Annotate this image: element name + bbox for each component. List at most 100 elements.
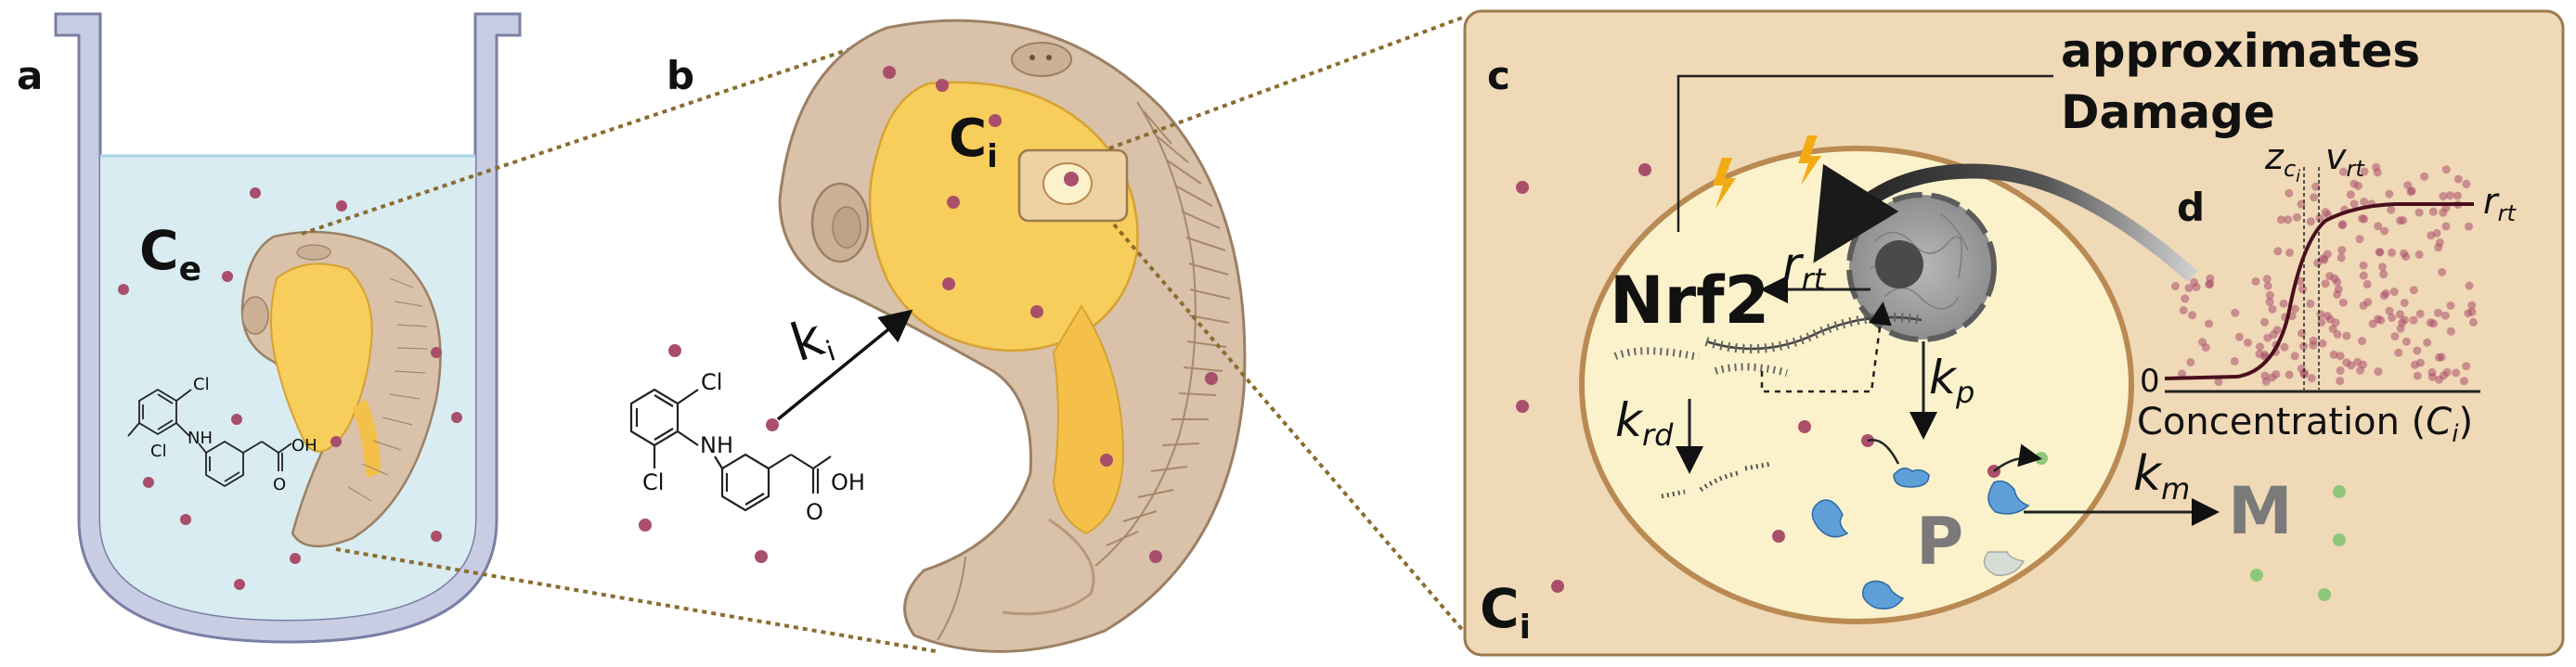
inset-scatter-point (2336, 366, 2345, 375)
inset-y-min-label: 0 (2140, 363, 2160, 400)
inset-scatter-point (2453, 174, 2463, 184)
inset-scatter-point (2358, 337, 2366, 345)
inset-scatter-point (2464, 309, 2473, 318)
inset-scatter-point (2462, 362, 2471, 371)
panel-label-a: a (17, 53, 43, 98)
inset-scatter-point (2313, 259, 2323, 268)
inset-scatter-point (2178, 369, 2187, 378)
embryo-large (778, 19, 1247, 653)
inset-scatter-point (2394, 348, 2403, 357)
inset-scatter-point (2441, 165, 2451, 174)
inset-scatter-point (2276, 215, 2285, 224)
inset-scatter-point (2342, 331, 2351, 340)
inset-scatter-point (2201, 343, 2210, 353)
inset-scatter-point (2234, 332, 2244, 341)
inset-scatter-point (2420, 172, 2429, 181)
inset-scatter-point (2374, 222, 2383, 231)
inset-scatter-point (2338, 167, 2348, 176)
inset-v-rt-label: vrt (2325, 136, 2365, 182)
inset-scatter-point (2262, 275, 2272, 284)
internal-concentration-symbol-c: Ci (1480, 577, 1531, 647)
inset-scatter-point (2265, 290, 2274, 300)
inset-max-rate-label: rrt (2483, 181, 2517, 226)
inset-scatter-point (2337, 221, 2347, 230)
inset-scatter-point (2329, 350, 2338, 359)
inset-scatter-point (2390, 332, 2400, 341)
inset-scatter-point (2299, 368, 2309, 378)
uptake-rate-label: ki (783, 305, 839, 378)
atom-cl-2-b: Cl (642, 469, 664, 495)
inset-scatter-point (2298, 285, 2307, 294)
diclofenac-molecule-a (127, 388, 292, 488)
inset-scatter-point (2349, 199, 2359, 209)
inset-scatter-point (2260, 317, 2269, 327)
inset-scatter-point (2268, 304, 2277, 314)
inset-scatter-point (2336, 377, 2345, 386)
inset-scatter-point (2395, 310, 2404, 319)
inset-scatter-point (2374, 367, 2383, 377)
inset-scatter-point (2426, 318, 2435, 327)
inset-scatter-point (2280, 342, 2289, 352)
inset-scatter-point (2188, 311, 2197, 320)
inset-scatter-point (2401, 337, 2411, 346)
atom-nh-a: NH (188, 429, 213, 448)
inset-scatter-point (2231, 308, 2240, 317)
translation-rate-label: kp (1929, 351, 1974, 410)
inset-scatter-point (2251, 276, 2260, 286)
inset-scatter-point (2411, 360, 2419, 369)
drug-particles-b (639, 66, 1218, 563)
inset-scatter-point (2285, 188, 2294, 198)
inset-scatter-point (2401, 315, 2409, 325)
inset-scatter-point (2311, 182, 2321, 191)
inset-scatter-point (2310, 193, 2319, 202)
inset-scatter-point (2413, 371, 2422, 380)
inset-scatter-point (2244, 338, 2252, 347)
panel-d-dose-response-inset: d 0 Concentration (Ci) zci vrt rrt (2137, 136, 2517, 448)
inset-scatter-point (2434, 308, 2442, 317)
inset-scatter-point (2309, 340, 2318, 350)
inset-scatter-point (2388, 314, 2397, 322)
approximates-arrow (1813, 163, 2198, 282)
atom-o-b: O (806, 499, 823, 525)
panel-a-beaker: Cl Cl NH OH O a Ce (17, 12, 522, 644)
inset-scatter-point (2385, 189, 2394, 199)
inset-scatter-point (2318, 339, 2327, 348)
inset-scatter-point (2423, 338, 2432, 347)
inset-scatter-point (2268, 373, 2277, 382)
inset-scatter-point (2439, 192, 2448, 200)
inset-scatter-point (2452, 368, 2461, 378)
inset-scatter-point (2306, 299, 2315, 308)
inset-scatter-point (2353, 181, 2362, 190)
inset-scatter-point (2437, 353, 2446, 362)
inset-scatter-point (2468, 317, 2478, 327)
inset-scatter-point (2385, 306, 2394, 315)
inset-threshold-label: zci (2264, 136, 2300, 186)
approximation-bracket (1676, 74, 2053, 232)
protein-label: P (1916, 504, 1963, 580)
inset-scatter-point (2440, 311, 2450, 320)
inset-scatter-point (2279, 299, 2288, 308)
inset-scatter-point (2445, 191, 2454, 200)
diclofenac-molecule-b (629, 388, 832, 512)
inset-scatter-point (2389, 288, 2399, 296)
inset-scatter-point (2438, 268, 2447, 276)
inset-scatter-point (2446, 301, 2455, 310)
inset-scatter-point (2355, 235, 2364, 244)
inset-scatter-point (2170, 282, 2180, 290)
atom-oh-b: OH (831, 469, 865, 495)
external-concentration-symbol: Ce (139, 219, 201, 289)
cell-membrane (1579, 146, 2134, 624)
inset-scatter-point (2459, 377, 2468, 386)
inset-scatter-point (2427, 373, 2437, 381)
inset-scatter-point (2315, 213, 2324, 223)
inset-scatter-point (2435, 238, 2444, 247)
inset-scatter-point (2333, 329, 2342, 339)
panel-label-d: d (2177, 185, 2205, 230)
inset-scatter-point (2358, 214, 2367, 224)
inset-scatter-point (2465, 222, 2473, 231)
nrf2-label: Nrf2 (1610, 263, 1769, 339)
atom-o-a: O (273, 475, 286, 494)
inset-scatter-point (2337, 253, 2346, 263)
inset-scatter-point (2465, 281, 2474, 290)
